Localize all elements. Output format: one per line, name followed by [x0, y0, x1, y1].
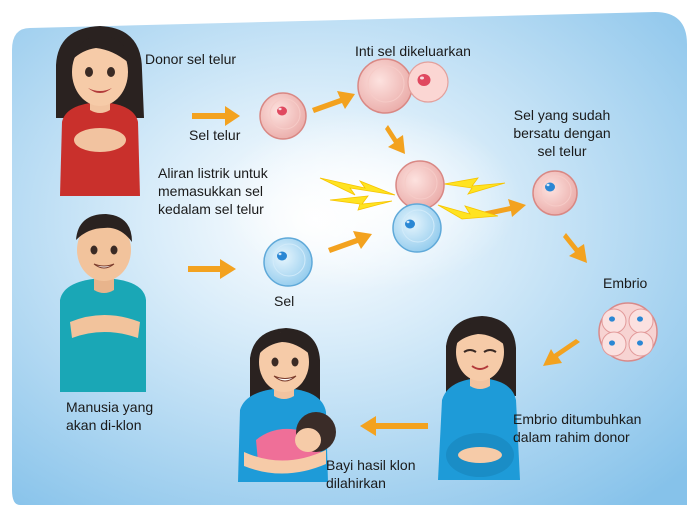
label-baby-born: Bayi hasil klon dilahirkan [326, 456, 416, 492]
label-egg-cell: Sel telur [189, 126, 240, 144]
embryo [599, 303, 657, 361]
fusion-body-cell [393, 204, 441, 252]
label-embryo: Embrio [603, 274, 647, 292]
label-fused-cell: Sel yang sudah bersatu dengan sel telur [500, 106, 624, 160]
body-cell [264, 238, 312, 286]
woman-donor-figure [56, 26, 144, 196]
label-embryo-grown: Embrio ditumbuhkan dalam rahim donor [513, 410, 641, 446]
pregnant-woman-figure [438, 316, 520, 480]
fusion-egg [396, 161, 444, 209]
label-electric-current: Aliran listrik untuk memasukkan sel keda… [158, 164, 268, 218]
enucleated-egg [358, 59, 412, 113]
label-nucleus-removed: Inti sel dikeluarkan [355, 42, 471, 60]
label-cell: Sel [274, 292, 294, 310]
label-donor: Donor sel telur [145, 50, 236, 68]
label-human-cloned: Manusia yang akan di-klon [66, 398, 153, 434]
egg-cell [260, 93, 306, 139]
removed-nucleus [408, 62, 448, 102]
fused-cell [533, 171, 577, 215]
